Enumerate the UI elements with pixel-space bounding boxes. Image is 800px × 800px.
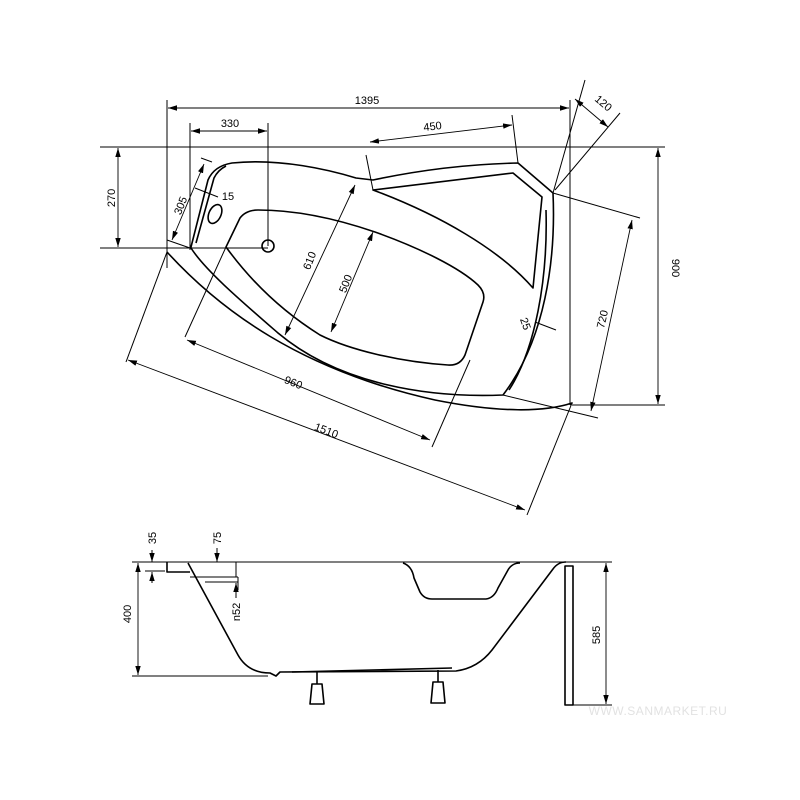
dim-label-400: 400 xyxy=(122,605,134,623)
rim-inner-right-line xyxy=(508,209,547,391)
dim-label-450: 450 xyxy=(423,120,443,134)
dim-label-35: 35 xyxy=(147,532,159,544)
dim-line-120 xyxy=(574,98,609,128)
side-panel xyxy=(564,565,574,706)
side-rim xyxy=(166,562,190,573)
dim-line-305 xyxy=(171,163,205,241)
side-frame xyxy=(291,667,453,673)
dim-label-n52: n52 xyxy=(231,603,243,621)
watermark: WWW.SANMARKET.RU xyxy=(589,704,728,718)
dim-label-720: 720 xyxy=(595,309,611,330)
dim-label-960: 960 xyxy=(282,374,304,392)
top-view: 1395 330 450 120 270 900 305 15 610 500 … xyxy=(100,79,681,516)
dim-label-330: 330 xyxy=(221,118,239,130)
inner-basin xyxy=(225,209,485,366)
tub-rim-outline xyxy=(190,161,555,397)
dim-label-305: 305 xyxy=(172,195,190,217)
dim-line-500 xyxy=(330,231,374,333)
dim-label-120: 120 xyxy=(592,93,614,114)
dim-label-1510: 1510 xyxy=(312,421,339,441)
drain-icon xyxy=(261,239,275,253)
foot-right xyxy=(430,670,446,704)
dim-label-270: 270 xyxy=(106,189,118,207)
dim-line-1510 xyxy=(127,359,526,511)
seat-area xyxy=(372,172,543,289)
side-seat xyxy=(402,562,521,600)
overflow-icon xyxy=(207,203,223,225)
side-view: 35 75 n52 400 585 xyxy=(122,532,612,706)
side-tub-outline xyxy=(187,561,567,677)
foot-left xyxy=(309,672,325,705)
dim-label-585: 585 xyxy=(591,626,603,644)
dim-line-720 xyxy=(590,219,633,412)
dim-line-610 xyxy=(284,184,356,336)
dim-label-75: 75 xyxy=(212,532,224,544)
dim-label-25: 25 xyxy=(517,316,532,332)
dim-label-15: 15 xyxy=(222,191,234,203)
dim-label-900: 900 xyxy=(669,259,681,277)
dim-label-500: 500 xyxy=(337,273,355,295)
dim-line-450 xyxy=(369,123,513,144)
dim-label-1395: 1395 xyxy=(355,95,379,107)
rim-inner-left-line xyxy=(195,165,227,244)
